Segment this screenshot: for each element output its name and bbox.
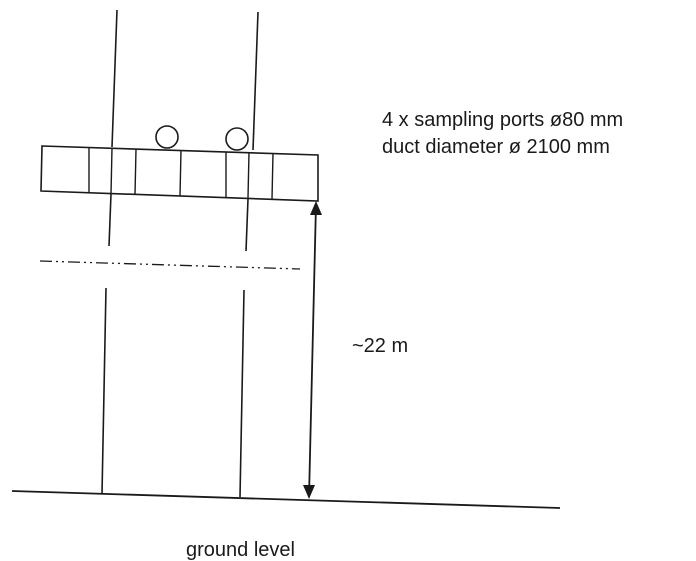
height-dimension-arrow xyxy=(303,201,322,499)
platform-divider xyxy=(247,151,250,199)
stack-right-wall-lower xyxy=(239,289,245,498)
arrow-head-top xyxy=(310,201,322,215)
sampling-port-circle xyxy=(225,127,249,151)
sampling-platform xyxy=(40,145,319,202)
break-line xyxy=(39,260,301,270)
sampling-port-circle xyxy=(155,125,179,149)
stack-left-wall-lower xyxy=(101,287,107,495)
arrow-head-bottom xyxy=(303,485,315,499)
ground-line xyxy=(11,490,561,509)
platform-divider xyxy=(271,152,274,200)
sampling-ports-label: 4 x sampling ports ø80 mm xyxy=(382,109,623,131)
platform-divider xyxy=(179,149,182,197)
duct-diameter-label: duct diameter ø 2100 mm xyxy=(382,136,610,158)
ground-level-label: ground level xyxy=(186,539,295,561)
stack-left-wall-upper xyxy=(111,9,118,148)
platform-divider xyxy=(110,147,113,195)
stack-right-wall-upper xyxy=(252,11,259,151)
stack-left-wall-middle xyxy=(108,193,112,247)
platform-divider xyxy=(134,148,137,196)
stack-right-wall-middle xyxy=(245,198,249,252)
height-label: ~22 m xyxy=(352,335,408,357)
